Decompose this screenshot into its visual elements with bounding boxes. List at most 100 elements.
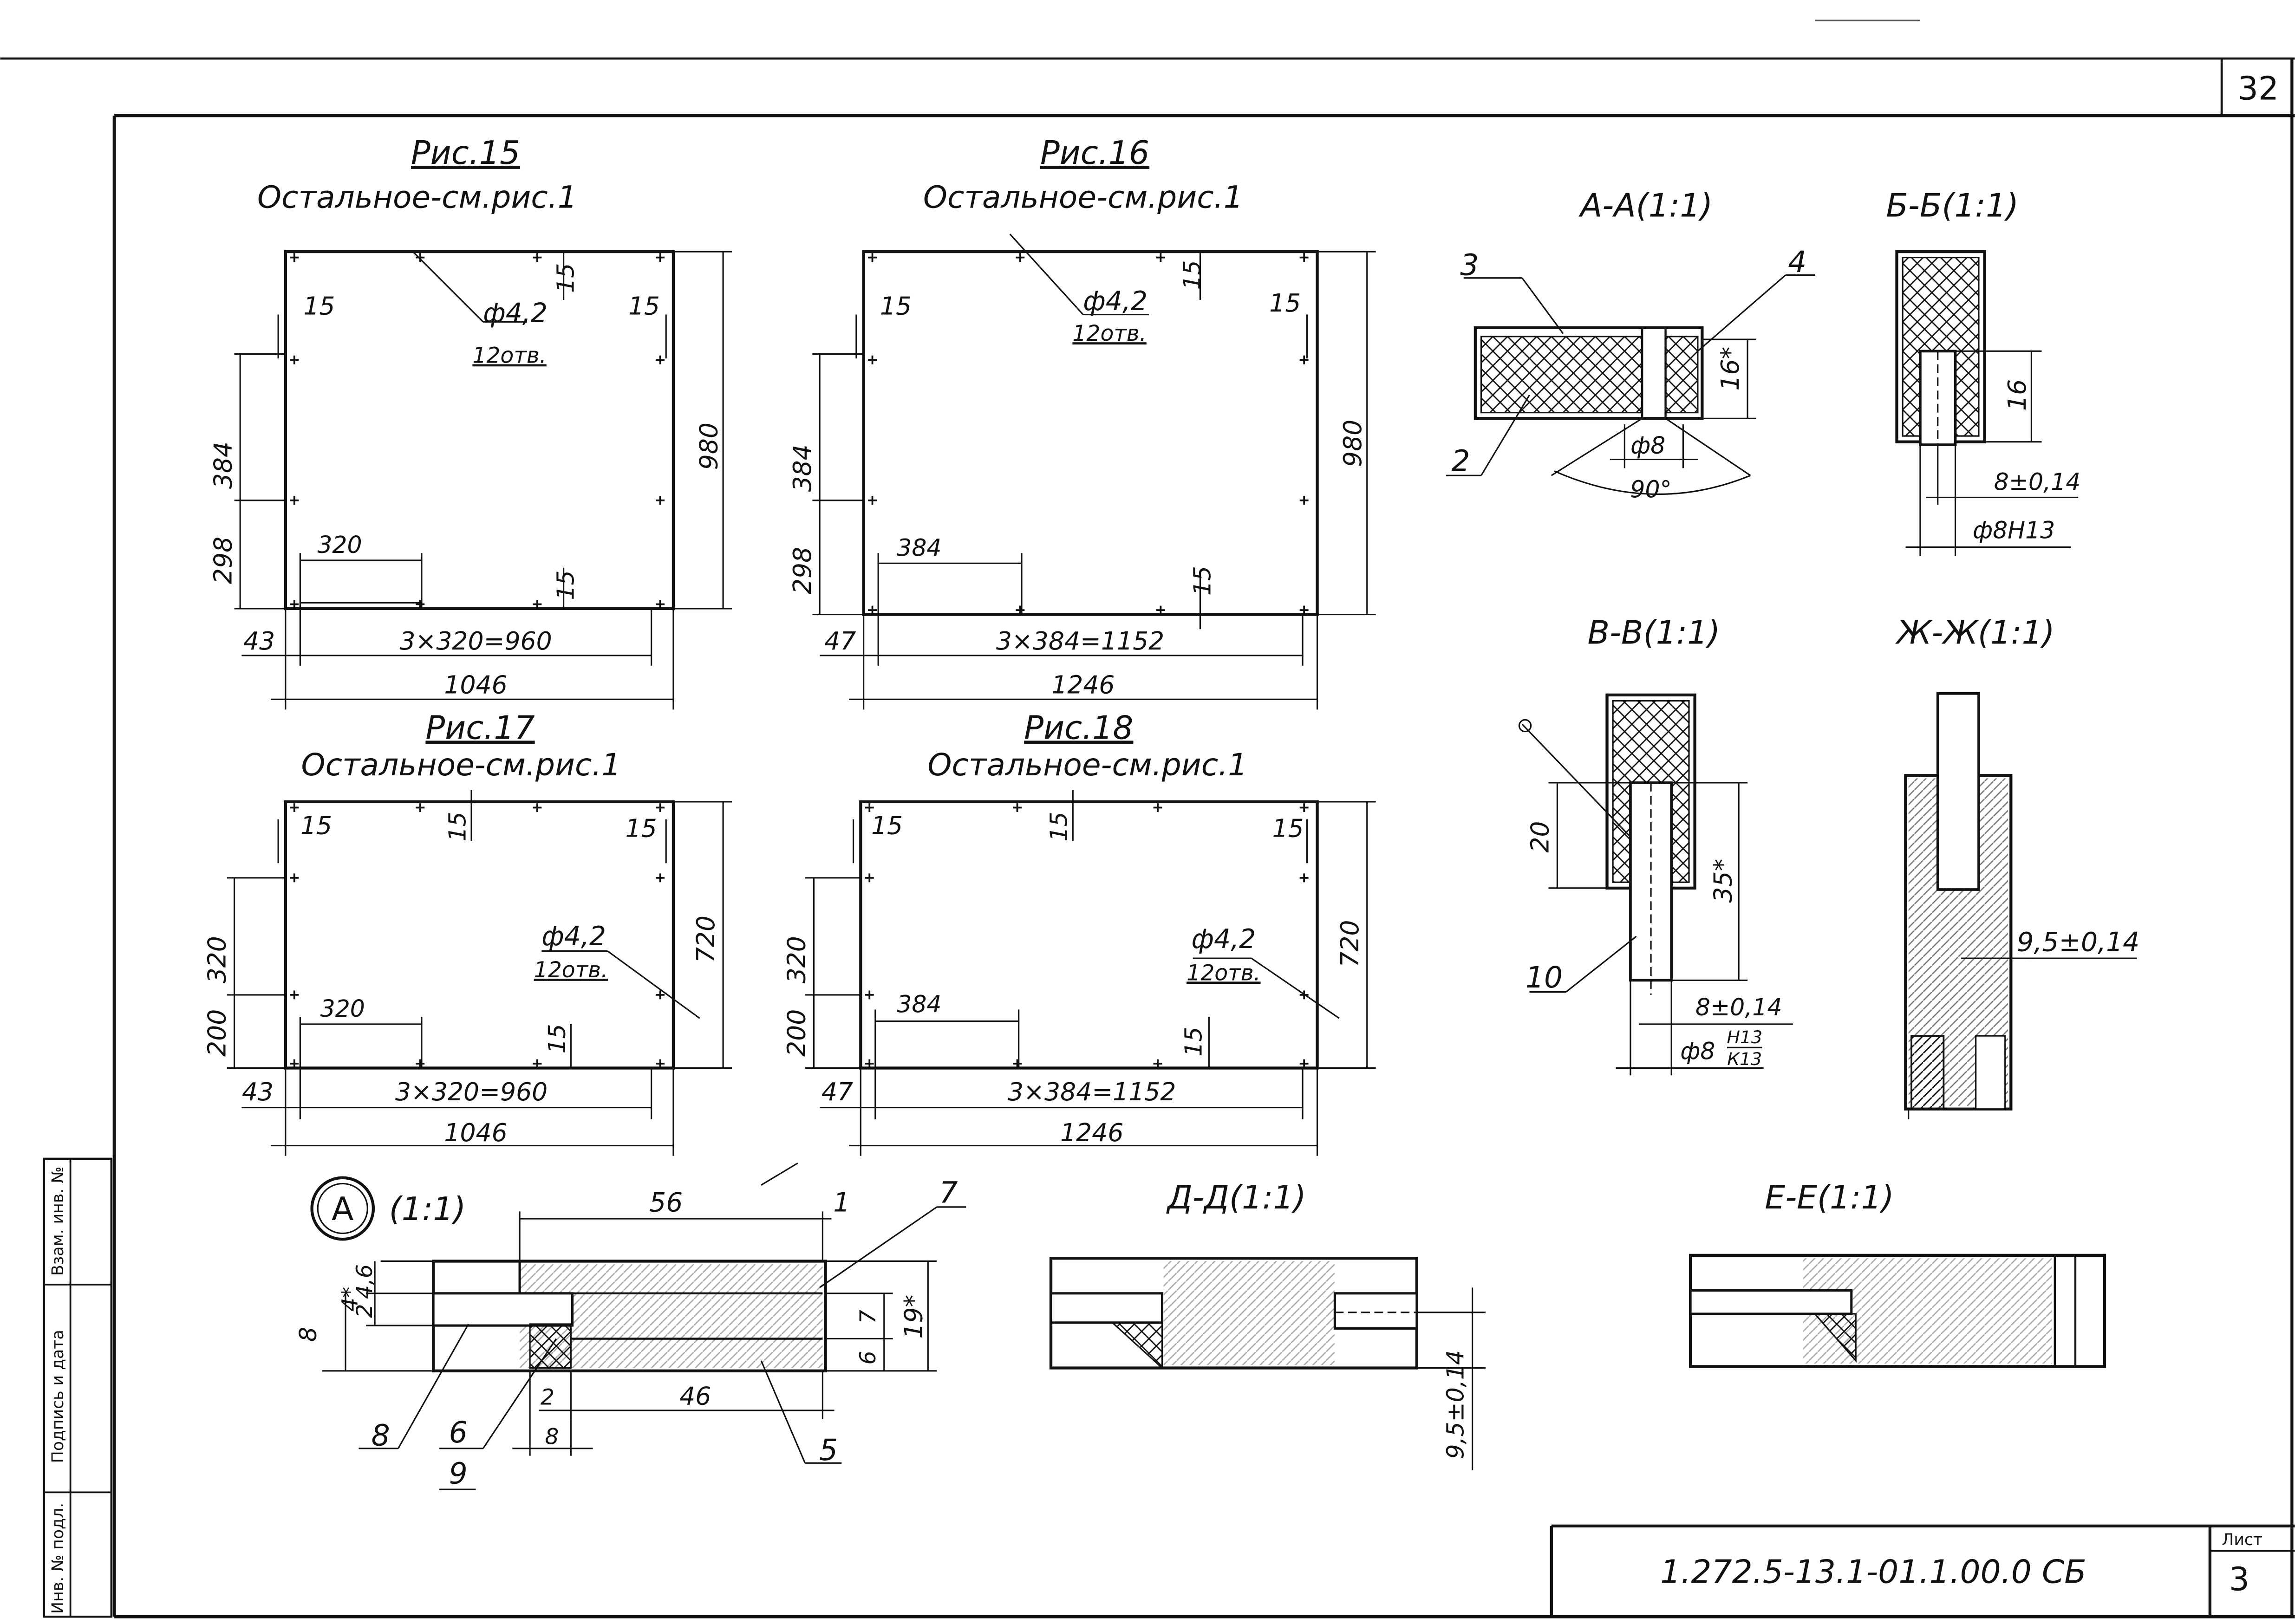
section-dd-title: Д-Д(1:1) (1166, 1179, 1306, 1216)
section-aa-callout-3: 3 (1460, 248, 1479, 282)
detail-a-dim-56: 56 (649, 1187, 683, 1218)
detail-a-callout-8: 8 (372, 1419, 390, 1453)
title-block (1550, 1524, 2295, 1617)
detail-a-marker (310, 1176, 375, 1241)
detail-a-dim-2-bottom: 2 (541, 1384, 554, 1410)
fig15-title: Рис.15 (411, 135, 520, 172)
section-dd-dim-tolerance: 9,5±0,14 (1442, 1350, 1469, 1459)
fig17-hole-count: 12отв. (534, 957, 608, 983)
fig16-hole-count: 12отв. (1072, 321, 1146, 346)
fig15-dim-width: 1046 (444, 670, 507, 700)
fig16-dim-width: 1246 (1051, 670, 1115, 700)
section-bb-dim-bore: ф8Н13 (1973, 517, 2055, 544)
fig15-dim-top-left: 15 (303, 292, 335, 321)
corner-sheet-number: 32 (2238, 70, 2279, 107)
stamp-inv-original: Инв. № подл. (49, 1503, 67, 1614)
fig16-dim-left-lower: 298 (788, 547, 817, 594)
sheet-label: Лист (2222, 1531, 2262, 1549)
sheet-number: 3 (2229, 1561, 2249, 1598)
fig16-dim-top-right: 15 (1269, 288, 1301, 318)
figure-15: Рис.15 Остальное-см.рис.1 15 15 15 ф4,2 … (208, 135, 732, 710)
fig16-hole-note: ф4,2 (1083, 286, 1148, 317)
detail-a-dim-8-bottom: 8 (545, 1424, 559, 1449)
section-vv-dim-phi8: ф8 (1680, 1038, 1715, 1065)
fig16-dim-left-upper: 384 (788, 444, 817, 492)
fig18-dim-edge: 47 (822, 1077, 853, 1106)
fig16-panel-outline (862, 250, 1319, 616)
fig15-dim-edge: 43 (243, 626, 275, 656)
fig17-dim-height: 720 (691, 916, 720, 963)
fig16-dim-height: 980 (1338, 420, 1367, 467)
section-aa-callout-4: 4 (1788, 245, 1806, 279)
fig17-dim-edge: 43 (242, 1077, 274, 1106)
fig15-dim-height: 980 (694, 422, 724, 470)
fig17-title: Рис.17 (425, 709, 535, 747)
section-aa-dim-phi8: ф8 (1630, 432, 1665, 459)
fig17-dim-top-left: 15 (300, 811, 332, 840)
fig17-dim-top-right: 15 (626, 814, 657, 843)
fig15-dim-top-mid: 15 (552, 263, 580, 293)
section-b-b: Б-Б(1:1) 16 8±0,14 ф8Н13 (1886, 187, 2080, 556)
fig16-subtitle: Остальное-см.рис.1 (923, 179, 1243, 215)
fig18-dim-top-right: 15 (1272, 814, 1304, 843)
fig16-title: Рис.16 (1040, 135, 1149, 172)
drawing-designation: 1.272.5-13.1-01.1.00.0 СБ (1660, 1554, 2086, 1591)
detail-a-callout-6: 6 (449, 1416, 468, 1449)
fig18-dim-pitch-total: 3×384=1152 (1008, 1077, 1176, 1106)
fig15-panel-outline (284, 250, 675, 611)
stamp-replacement-inv: Взам. инв. № (49, 1167, 67, 1276)
fig18-dim-pitch: 384 (897, 991, 941, 1018)
detail-a-scale: (1:1) (389, 1191, 466, 1228)
detail-a-dim-4-6: 4,6 (352, 1264, 378, 1299)
fig16-dim-pitch-total: 3×384=1152 (996, 626, 1164, 656)
section-aa-callout-2: 2 (1451, 444, 1470, 478)
section-vv-fit-lower: К13 (1727, 1049, 1762, 1069)
detail-a-dim-19: 19* (899, 1295, 928, 1339)
fig17-dim-width: 1046 (444, 1118, 507, 1147)
fig18-dim-left-upper: 320 (782, 936, 811, 983)
detail-a-marker-letter: А (332, 1191, 353, 1228)
section-d-d: Д-Д(1:1) 9,5±0,14 (1049, 1179, 1486, 1471)
section-vv-dim-35: 35* (1708, 859, 1737, 903)
fig17-hole-note: ф4,2 (541, 921, 606, 952)
section-a-a: А-А(1:1) 3 4 2 16* ф8 90° (1446, 187, 1815, 503)
detail-a: А (1:1) 7 8 6 9 5 56 1 4,6 (294, 1162, 966, 1490)
detail-a-dim-1: 1 (833, 1187, 850, 1218)
section-vv-title: В-В(1:1) (1587, 615, 1720, 652)
detail-a-dim-46: 46 (679, 1381, 711, 1410)
fig18-title: Рис.18 (1024, 709, 1133, 747)
section-ee-title: Е-Е(1:1) (1765, 1179, 1894, 1216)
side-stamp: Инв. № подл. Подпись и дата Взам. инв. № (43, 1157, 113, 1618)
fig18-dim-top-left: 15 (871, 811, 903, 840)
fig18-hole-note: ф4,2 (1192, 924, 1256, 955)
detail-a-dim-4: 4* (337, 1287, 363, 1312)
detail-a-dim-8-left: 8 (294, 1327, 322, 1342)
fig18-subtitle: Остальное-см.рис.1 (927, 747, 1247, 783)
figure-18: Рис.18 Остальное-см.рис.1 15 15 15 ф4,2 … (782, 709, 1376, 1156)
fig17-dim-top-mid: 15 (443, 812, 471, 841)
section-e-e: Е-Е(1:1) (1689, 1179, 2106, 1368)
fig15-dim-left-lower: 298 (208, 537, 237, 584)
fig15-dim-top-right: 15 (628, 292, 660, 321)
section-bb-title: Б-Б(1:1) (1886, 187, 2019, 224)
sheet-frame (0, 19, 2295, 1618)
fig17-dim-pitch-total: 3×320=960 (395, 1077, 548, 1106)
figure-17: Рис.17 Остальное-см.рис.1 15 15 15 ф4,2 … (202, 709, 732, 1156)
section-bb-dim-tolerance: 8±0,14 (1994, 468, 2081, 496)
fig16-dim-pitch: 384 (897, 534, 941, 562)
detail-a-dim-6: 6 (855, 1351, 881, 1364)
fig15-dim-pitch: 320 (317, 531, 362, 559)
section-zh-zh: Ж-Ж(1:1) 9,5±0,14 (1895, 615, 2139, 1119)
fig18-dim-height: 720 (1335, 920, 1364, 968)
fig16-dim-bottom-mid: 15 (1189, 566, 1216, 596)
detail-a-dim-2-left: 2 (352, 1304, 378, 1318)
fig17-subtitle: Остальное-см.рис.1 (301, 747, 621, 783)
figure-16: Рис.16 Остальное-см.рис.1 15 15 15 ф4,2 … (788, 135, 1376, 710)
section-zhzh-title: Ж-Ж(1:1) (1895, 615, 2055, 652)
fig15-subtitle: Остальное-см.рис.1 (257, 179, 577, 215)
fig18-dim-top-mid: 15 (1045, 812, 1073, 841)
fig16-dim-edge: 47 (824, 626, 856, 656)
section-bb-dim-16: 16 (2002, 379, 2032, 411)
fig18-hole-count: 12отв. (1187, 960, 1260, 986)
fig18-panel-outline (859, 800, 1319, 1070)
